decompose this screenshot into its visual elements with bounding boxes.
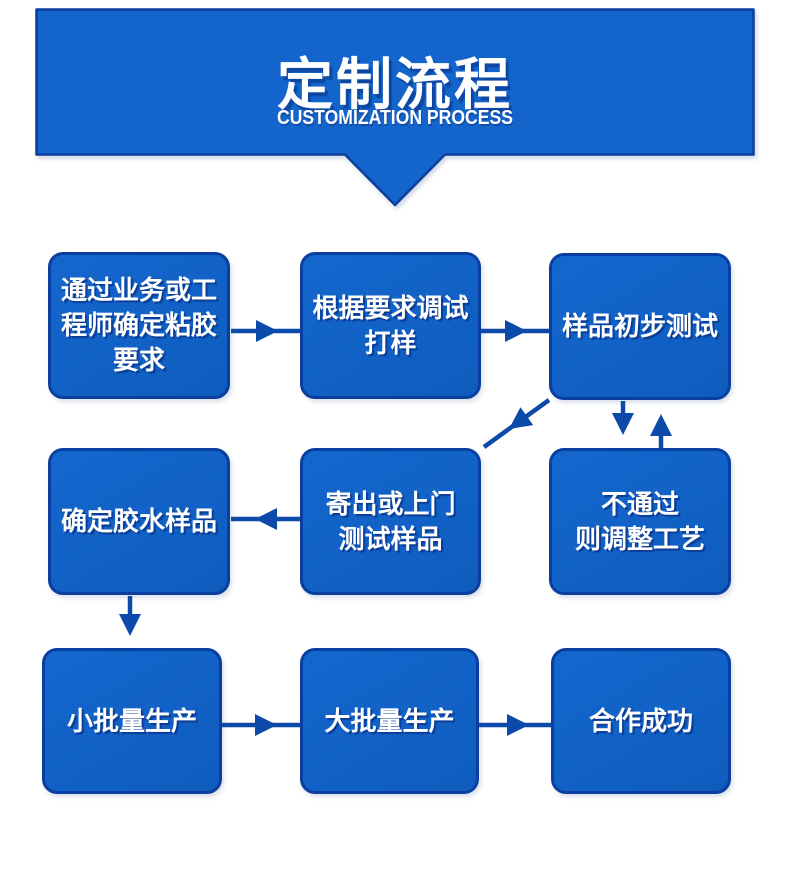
arrow-step8-to-step9-right-icon [479,714,551,736]
banner: 定制流程 CUSTOMIZATION PROCESS [35,8,755,213]
arrow-step2-to-step3-right-icon [481,320,549,342]
node-step-4: 确定胶水样品 [48,448,230,595]
arrow-step3-to-step5-diagonal-icon [482,398,551,449]
node-step-7-label: 小批量生产 [66,705,197,736]
banner-title: 定制流程 [277,53,513,116]
arrow-step3-to-step6-down-icon [612,401,634,435]
node-step-7: 小批量生产 [42,648,222,794]
node-step-3: 样品初步测试 [549,253,731,400]
node-step-2: 根据要求调试 打样 [300,252,481,399]
node-step-3-label: 样品初步测试 [561,311,718,342]
node-step-6-label: 不通过 则调整工艺 [574,488,705,554]
node-step-1-label: 通过业务或工 程师确定粘胶 要求 [60,275,217,375]
node-step-9: 合作成功 [551,648,731,794]
node-step-5: 寄出或上门 测试样品 [300,448,481,595]
arrow-step7-to-step8-right-icon [222,714,300,736]
node-step-5-label: 寄出或上门 测试样品 [325,488,456,554]
arrow-step1-to-step2-right-icon [231,320,300,342]
arrow-step4-to-step7-down-icon [119,596,141,636]
node-step-2-label: 根据要求调试 打样 [312,292,469,358]
node-step-8: 大批量生产 [300,648,479,794]
node-step-1: 通过业务或工 程师确定粘胶 要求 [48,252,230,399]
node-step-9-label: 合作成功 [588,705,693,736]
node-step-4-label: 确定胶水样品 [60,506,217,537]
node-step-6: 不通过 则调整工艺 [549,448,731,595]
arrow-step5-to-step4-left-icon [231,508,300,530]
banner-shape [35,8,755,207]
node-step-8-label: 大批量生产 [324,705,455,736]
banner-subtitle: CUSTOMIZATION PROCESS [276,107,513,129]
arrow-step6-to-step3-up-icon [650,414,672,448]
